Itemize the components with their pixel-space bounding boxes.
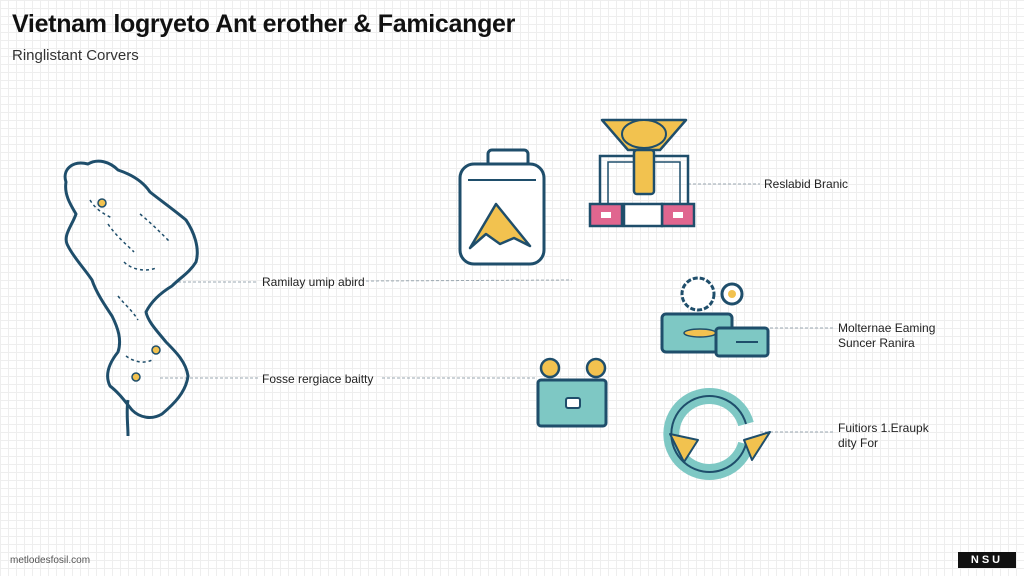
- page-subtitle: Ringlistant Corvers: [12, 47, 139, 64]
- jar-icon: [458, 148, 546, 266]
- label-mid-right: Molternae Eaming Suncer Ranira: [838, 321, 935, 351]
- label-mid-right-line2: Suncer Ranira: [838, 336, 915, 350]
- label-top-right: Reslabid Branic: [764, 177, 849, 191]
- label-map-upper: Ramilay umip abird: [262, 275, 365, 289]
- label-bottom-right-line1: Fuitiors 1.Eraupk: [838, 421, 929, 435]
- funnel-machine-icon: [588, 118, 696, 228]
- map-marker-north: [97, 198, 107, 208]
- footer-badge: NSU: [958, 552, 1016, 568]
- page-title: Vietnam logryeto Ant erother & Famicange…: [12, 10, 516, 38]
- gear-machine-icon: [660, 276, 770, 358]
- label-mid-right-line1: Molternae Eaming: [838, 321, 936, 335]
- vietnam-map-icon: [63, 159, 199, 437]
- map-marker-south: [131, 372, 141, 382]
- circular-arrows-icon: [663, 388, 771, 480]
- connector-map-upper-right: [365, 279, 573, 282]
- map-marker-central: [151, 345, 161, 355]
- label-bottom-right-line2: dity For: [838, 436, 879, 450]
- battery-box-icon: [536, 357, 608, 428]
- label-bottom-right: Fuitiors 1.Eraupk dity For: [838, 421, 929, 451]
- footer-source: metlodesfosil.com: [10, 555, 91, 566]
- label-map-lower: Fosse rergiace baitty: [262, 372, 374, 386]
